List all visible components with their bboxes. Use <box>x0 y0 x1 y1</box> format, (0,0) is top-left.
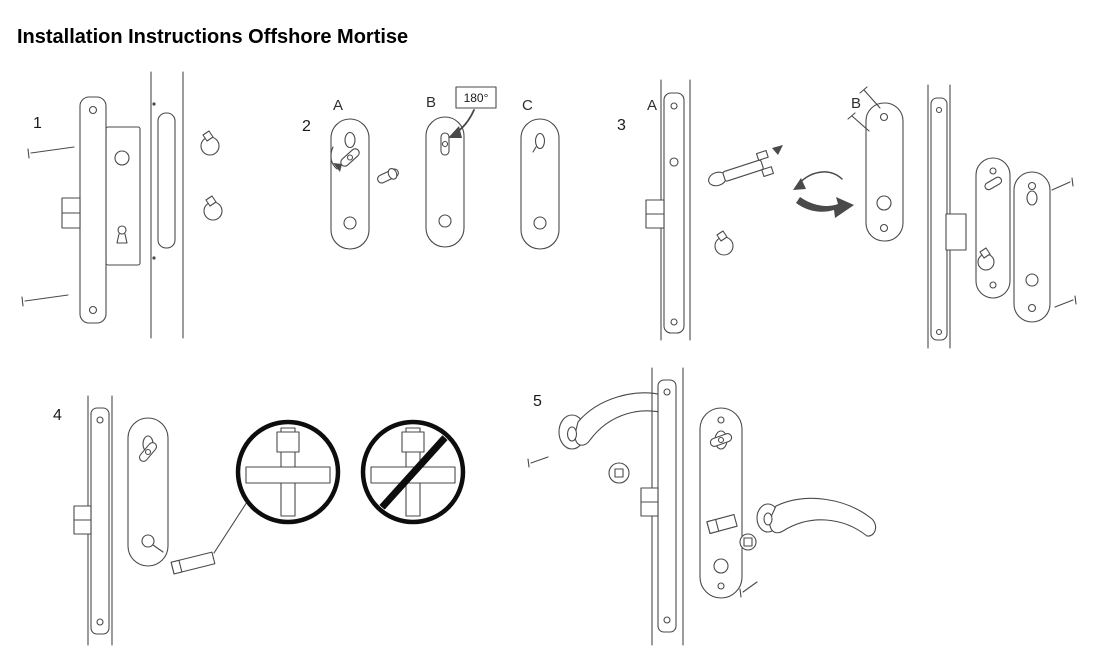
screw-icon <box>27 146 75 159</box>
thumbturn <box>138 442 158 462</box>
door-edge <box>150 71 184 339</box>
hole-plug-icon <box>977 247 995 271</box>
insert-arrowhead <box>772 145 783 155</box>
step-5: 5 <box>527 367 877 646</box>
rotate-arrow <box>330 146 338 170</box>
rotation-callout-text: 180° <box>464 91 489 105</box>
escutcheon-plate <box>699 407 743 599</box>
spindle-rose <box>608 462 630 484</box>
step-2-label-b: B <box>426 94 436 111</box>
outside-plate <box>847 86 904 242</box>
inside-plates <box>975 157 1077 323</box>
step-5-number: 5 <box>533 393 542 410</box>
latch-bolt <box>73 505 92 535</box>
door-edge <box>73 395 113 646</box>
door-edge <box>927 84 967 349</box>
escutcheon-plate-b: 180° <box>425 86 497 248</box>
step-3-label-b: B <box>851 95 861 112</box>
flip-arrows <box>793 171 854 218</box>
thumbturn <box>440 132 450 156</box>
faceplate <box>79 96 107 324</box>
screw-icon <box>1051 177 1074 191</box>
escutcheon-plate <box>127 417 169 567</box>
rotation-callout: 180° <box>448 86 497 138</box>
correct-orientation-circle <box>235 419 341 525</box>
latch-bolt <box>640 487 659 517</box>
door-edge <box>640 367 684 646</box>
step-2: 2 A B C <box>302 86 560 250</box>
step-4-number: 4 <box>53 407 62 424</box>
step-2-number: 2 <box>302 118 311 135</box>
thumbturn <box>340 148 360 167</box>
door-edge <box>645 79 691 341</box>
screw-icon <box>527 456 549 468</box>
step-2-label-a: A <box>333 97 343 114</box>
leader-line <box>213 501 248 554</box>
lever-handle-outside <box>558 392 672 450</box>
page-title: Installation Instructions Offshore Morti… <box>17 26 408 48</box>
screw-icon <box>859 86 881 109</box>
faceplate <box>90 407 110 635</box>
prohibited-orientation-circle <box>360 419 466 525</box>
thumbturn <box>709 433 733 447</box>
step-1-number: 1 <box>33 115 42 132</box>
faceplate <box>930 97 948 341</box>
spindle-key-part <box>708 150 774 187</box>
hole-plug-icon <box>203 195 223 221</box>
screw-icon <box>1054 295 1077 308</box>
latch-bolt <box>645 199 665 229</box>
step-3-label-a: A <box>647 97 657 114</box>
mortise-pocket <box>157 112 176 249</box>
thumbturn <box>984 176 1003 191</box>
escutcheon-plate-a <box>330 118 399 250</box>
screw-icon <box>847 112 870 132</box>
lock-case <box>945 213 967 251</box>
spindle-bar <box>170 551 216 575</box>
step-4: 4 <box>53 395 466 646</box>
faceplate <box>657 379 677 633</box>
step-3-number: 3 <box>617 117 626 134</box>
spindle-piece <box>706 514 738 534</box>
hole-plug-icon <box>714 230 734 256</box>
screw-icon <box>21 294 69 307</box>
washer <box>739 533 757 551</box>
mortise-lock-body <box>61 96 141 324</box>
step-3: 3 A B <box>617 79 1077 349</box>
prohibition-slash <box>373 428 454 517</box>
screw-icon <box>739 581 758 598</box>
step-1: 1 <box>21 71 223 339</box>
lever-handle-inside <box>756 497 877 537</box>
escutcheon-plate-c <box>520 118 560 250</box>
step-2-label-c: C <box>522 97 533 114</box>
hole-plug-icon <box>200 130 220 156</box>
latch-bolt <box>61 197 81 229</box>
rotate-arrowhead <box>448 126 462 138</box>
faceplate <box>663 92 685 334</box>
thumbturn-loose <box>377 168 399 184</box>
